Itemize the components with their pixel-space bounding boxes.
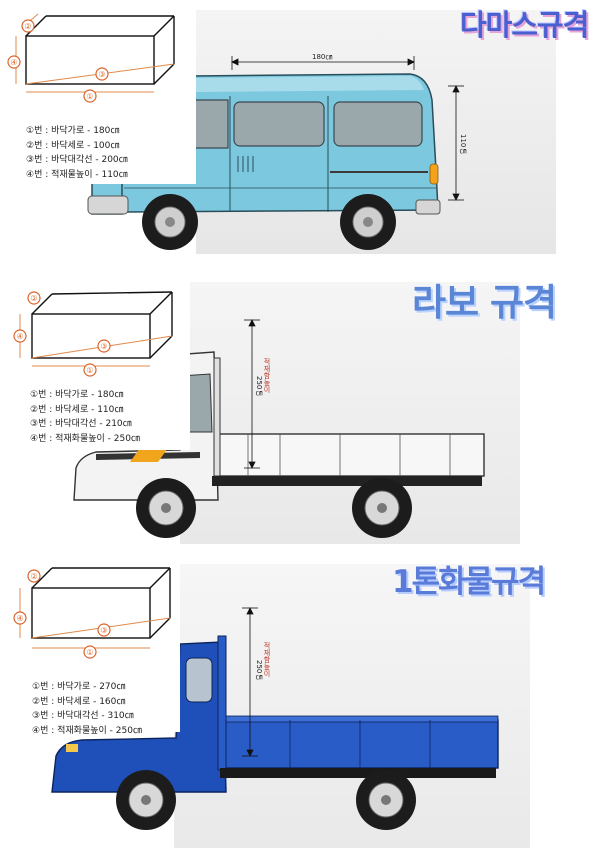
spec-line: ③번 : 바닥대각선 - 210㎝ (30, 419, 132, 429)
section-title: 라보 규격 (412, 281, 557, 324)
one-ton-wheel-rear (356, 770, 416, 830)
one-ton-section: 적재함높이 250㎝ ② ④ ③ ① ①번 : (0, 556, 613, 850)
marker-3: ③ (100, 626, 107, 635)
spec-line: ④번 : 적재화물높이 - 250㎝ (32, 725, 142, 736)
cargo-height-label: 적재함높이 (263, 642, 271, 677)
section-title: 1톤화물규격 (392, 564, 546, 600)
spec-list: ①번 : 바닥가로 - 180㎝ ②번 : 바닥세로 - 110㎝ ③번 : 바… (30, 388, 140, 446)
box-dimension-diagram: ② ④ ③ ① (13, 291, 173, 377)
marker-2: ② (30, 572, 37, 581)
spec-line: ①번 : 바닥가로 - 180㎝ (26, 126, 120, 136)
one-ton-wheel-front (116, 770, 176, 830)
cargo-height-label: 적재함높이 (263, 358, 271, 393)
labo-wheel-front (136, 478, 196, 538)
box-dimension-diagram: ② ④ ③ ① (7, 13, 175, 103)
spec-line: ②번 : 바닥세로 - 110㎝ (30, 404, 124, 415)
marker-4: ④ (16, 614, 23, 623)
marker-1: ① (86, 366, 93, 375)
damas-section: 180㎝ 110㎝ ② ④ ③ ① (0, 0, 613, 262)
photo-backdrop (174, 564, 530, 848)
spec-line: ③번 : 바닥대각선 - 200㎝ (26, 155, 128, 165)
spec-list: ①번 : 바닥가로 - 270㎝ ②번 : 바닥세로 - 160㎝ ③번 : 바… (32, 680, 142, 738)
marker-4: ④ (10, 58, 17, 67)
van-wheel-front (142, 194, 198, 250)
spec-line: ③번 : 바닥대각선 - 310㎝ (32, 711, 134, 721)
marker-3: ③ (98, 70, 105, 79)
labo-section: 적재함높이 250㎝ ② ④ ③ ① ①번 : (0, 272, 613, 554)
spec-line: ④번 : 적재물높이 - 110㎝ (26, 169, 128, 180)
van-length-dimension: 180㎝ (312, 53, 333, 61)
spec-line: ①번 : 바닥가로 - 180㎝ (30, 390, 124, 400)
van-illustration (87, 56, 464, 250)
box-dimension-diagram: ② ④ ③ ① (13, 567, 171, 659)
spec-line: ②번 : 바닥세로 - 160㎝ (32, 696, 126, 707)
van-wheel-rear (340, 194, 396, 250)
marker-1: ① (86, 648, 93, 657)
one-ton-truck-illustration (51, 607, 499, 830)
spec-list: ①번 : 바닥가로 - 180㎝ ②번 : 바닥세로 - 100㎝ ③번 : 바… (26, 124, 128, 182)
marker-3: ③ (100, 342, 107, 351)
section-title: 다마스규격 (460, 8, 589, 42)
van-height-dimension: 110㎝ (459, 134, 467, 155)
spec-line: ①번 : 바닥가로 - 270㎝ (32, 682, 126, 692)
marker-2: ② (24, 22, 31, 31)
labo-wheel-rear (352, 478, 412, 538)
cargo-height-value: 250㎝ (255, 376, 263, 397)
cargo-height-value: 250㎝ (255, 660, 263, 681)
spec-line: ④번 : 적재화물높이 - 250㎝ (30, 433, 140, 444)
spec-panel (0, 556, 180, 732)
marker-2: ② (30, 294, 37, 303)
marker-1: ① (86, 92, 93, 101)
marker-4: ④ (16, 332, 23, 341)
spec-line: ②번 : 바닥세로 - 100㎝ (26, 140, 120, 151)
photo-backdrop (180, 282, 520, 544)
labo-truck-illustration (73, 319, 485, 538)
